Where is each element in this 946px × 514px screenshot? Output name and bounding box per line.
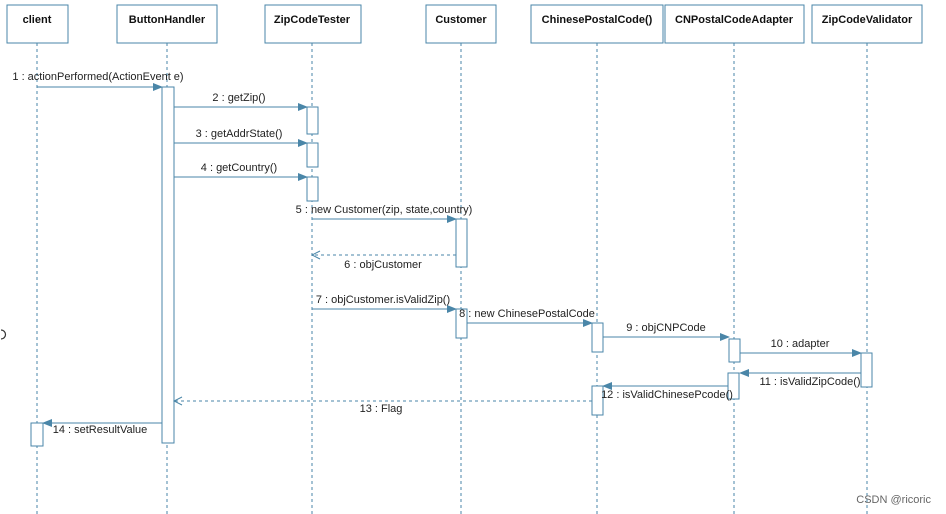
activation-bar-zipcodetester [306,176,319,202]
message-label-3: 3 : getAddrState() [196,128,283,140]
participant-label-zipcodetester: ZipCodeTester [274,14,351,26]
activations [30,86,873,447]
message-label-2: 2 : getZip() [212,92,265,104]
activation-bar-client [30,422,44,447]
participant-box-buttonhandler [116,4,218,44]
message-label-9: 9 : objCNPCode [626,322,706,334]
activation-bar-buttonhandler [161,86,175,444]
message-label-13: 13 : Flag [360,403,403,415]
edge-artifact [0,329,7,340]
messages: 1 : actionPerformed(ActionEvent e) 2 : ge… [12,71,862,436]
participant-label-buttonhandler: ButtonHandler [129,14,206,26]
message-label-6: 6 : objCustomer [344,259,422,271]
activation-bar-zipcodevalidator [860,352,873,388]
participant-label-zipcodevalidator: ZipCodeValidator [822,14,913,26]
participant-label-client: client [23,14,52,26]
activation-bar-chinesepostalcode [591,322,604,353]
message-label-1: 1 : actionPerformed(ActionEvent e) [12,71,183,83]
participant-label-cnpostalcodeadapter: CNPostalCodeAdapter [675,14,794,26]
participant-box-zipcodetester [264,4,362,44]
message-label-10: 10 : adapter [771,338,830,350]
participant-box-zipcodevalidator [811,4,923,44]
watermark: CSDN @ricoric [856,494,931,506]
participant-box-cnpostalcodeadapter [664,4,805,44]
message-label-8: 8 : new ChinesePostalCode [459,308,595,320]
activation-bar-customer [455,218,468,268]
message-label-4: 4 : getCountry() [201,162,277,174]
message-label-12: 12 : isValidChinesePcode() [601,389,733,401]
participant-box-customer [425,4,497,44]
participant-box-chinesepostalcode [530,4,664,44]
activation-bar-zipcodetester [306,106,319,135]
participant-box-client [6,4,69,44]
participant-label-customer: Customer [435,14,487,26]
activation-bar-cnpostalcodeadapter [728,338,741,363]
activation-bar-zipcodetester [306,142,319,168]
participant-headers: client ButtonHandler ZipCodeTester Customer… [6,4,923,44]
message-label-14: 14 : setResultValue [53,424,148,436]
message-label-11: 11 : isValidZipCode() [759,376,860,388]
participant-label-chinesepostalcode: ChinesePostalCode() [542,14,653,26]
message-label-7: 7 : objCustomer.isValidZip() [316,294,450,306]
message-label-5: 5 : new Customer(zip, state,country) [296,204,473,216]
